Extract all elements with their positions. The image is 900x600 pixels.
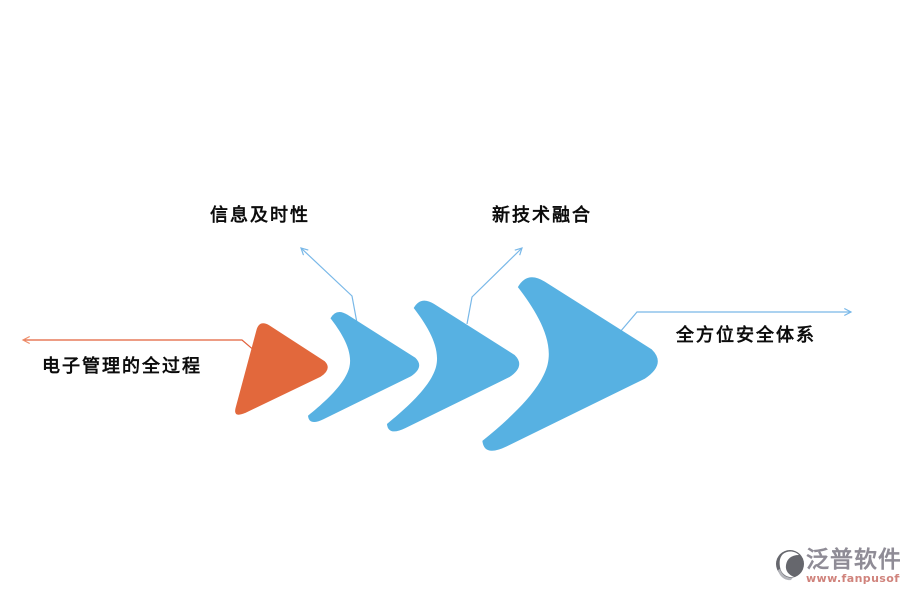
callout-e-management-label: 电子管理的全过程 <box>42 356 202 377</box>
arrow-shape-2 <box>307 312 420 422</box>
arrow-shape-1 <box>235 323 328 415</box>
arrow-shape-4 <box>482 277 658 451</box>
callout-security-label: 全方位安全体系 <box>676 325 816 346</box>
watermark: 泛普软件 www.fanpusoft.com <box>775 548 900 584</box>
connector-security <box>619 312 851 333</box>
callout-timeliness-label: 信息及时性 <box>210 205 310 226</box>
watermark-url: www.fanpusoft.com <box>806 572 900 585</box>
arrow-shape-3 <box>386 300 520 432</box>
connector-timeliness <box>301 248 358 324</box>
connector-new-tech <box>466 248 522 325</box>
watermark-brand: 泛普软件 <box>806 547 900 573</box>
connector-e-management <box>23 340 257 353</box>
callout-new-tech-label: 新技术融合 <box>492 205 592 226</box>
fanpu-logo-icon <box>776 550 804 581</box>
